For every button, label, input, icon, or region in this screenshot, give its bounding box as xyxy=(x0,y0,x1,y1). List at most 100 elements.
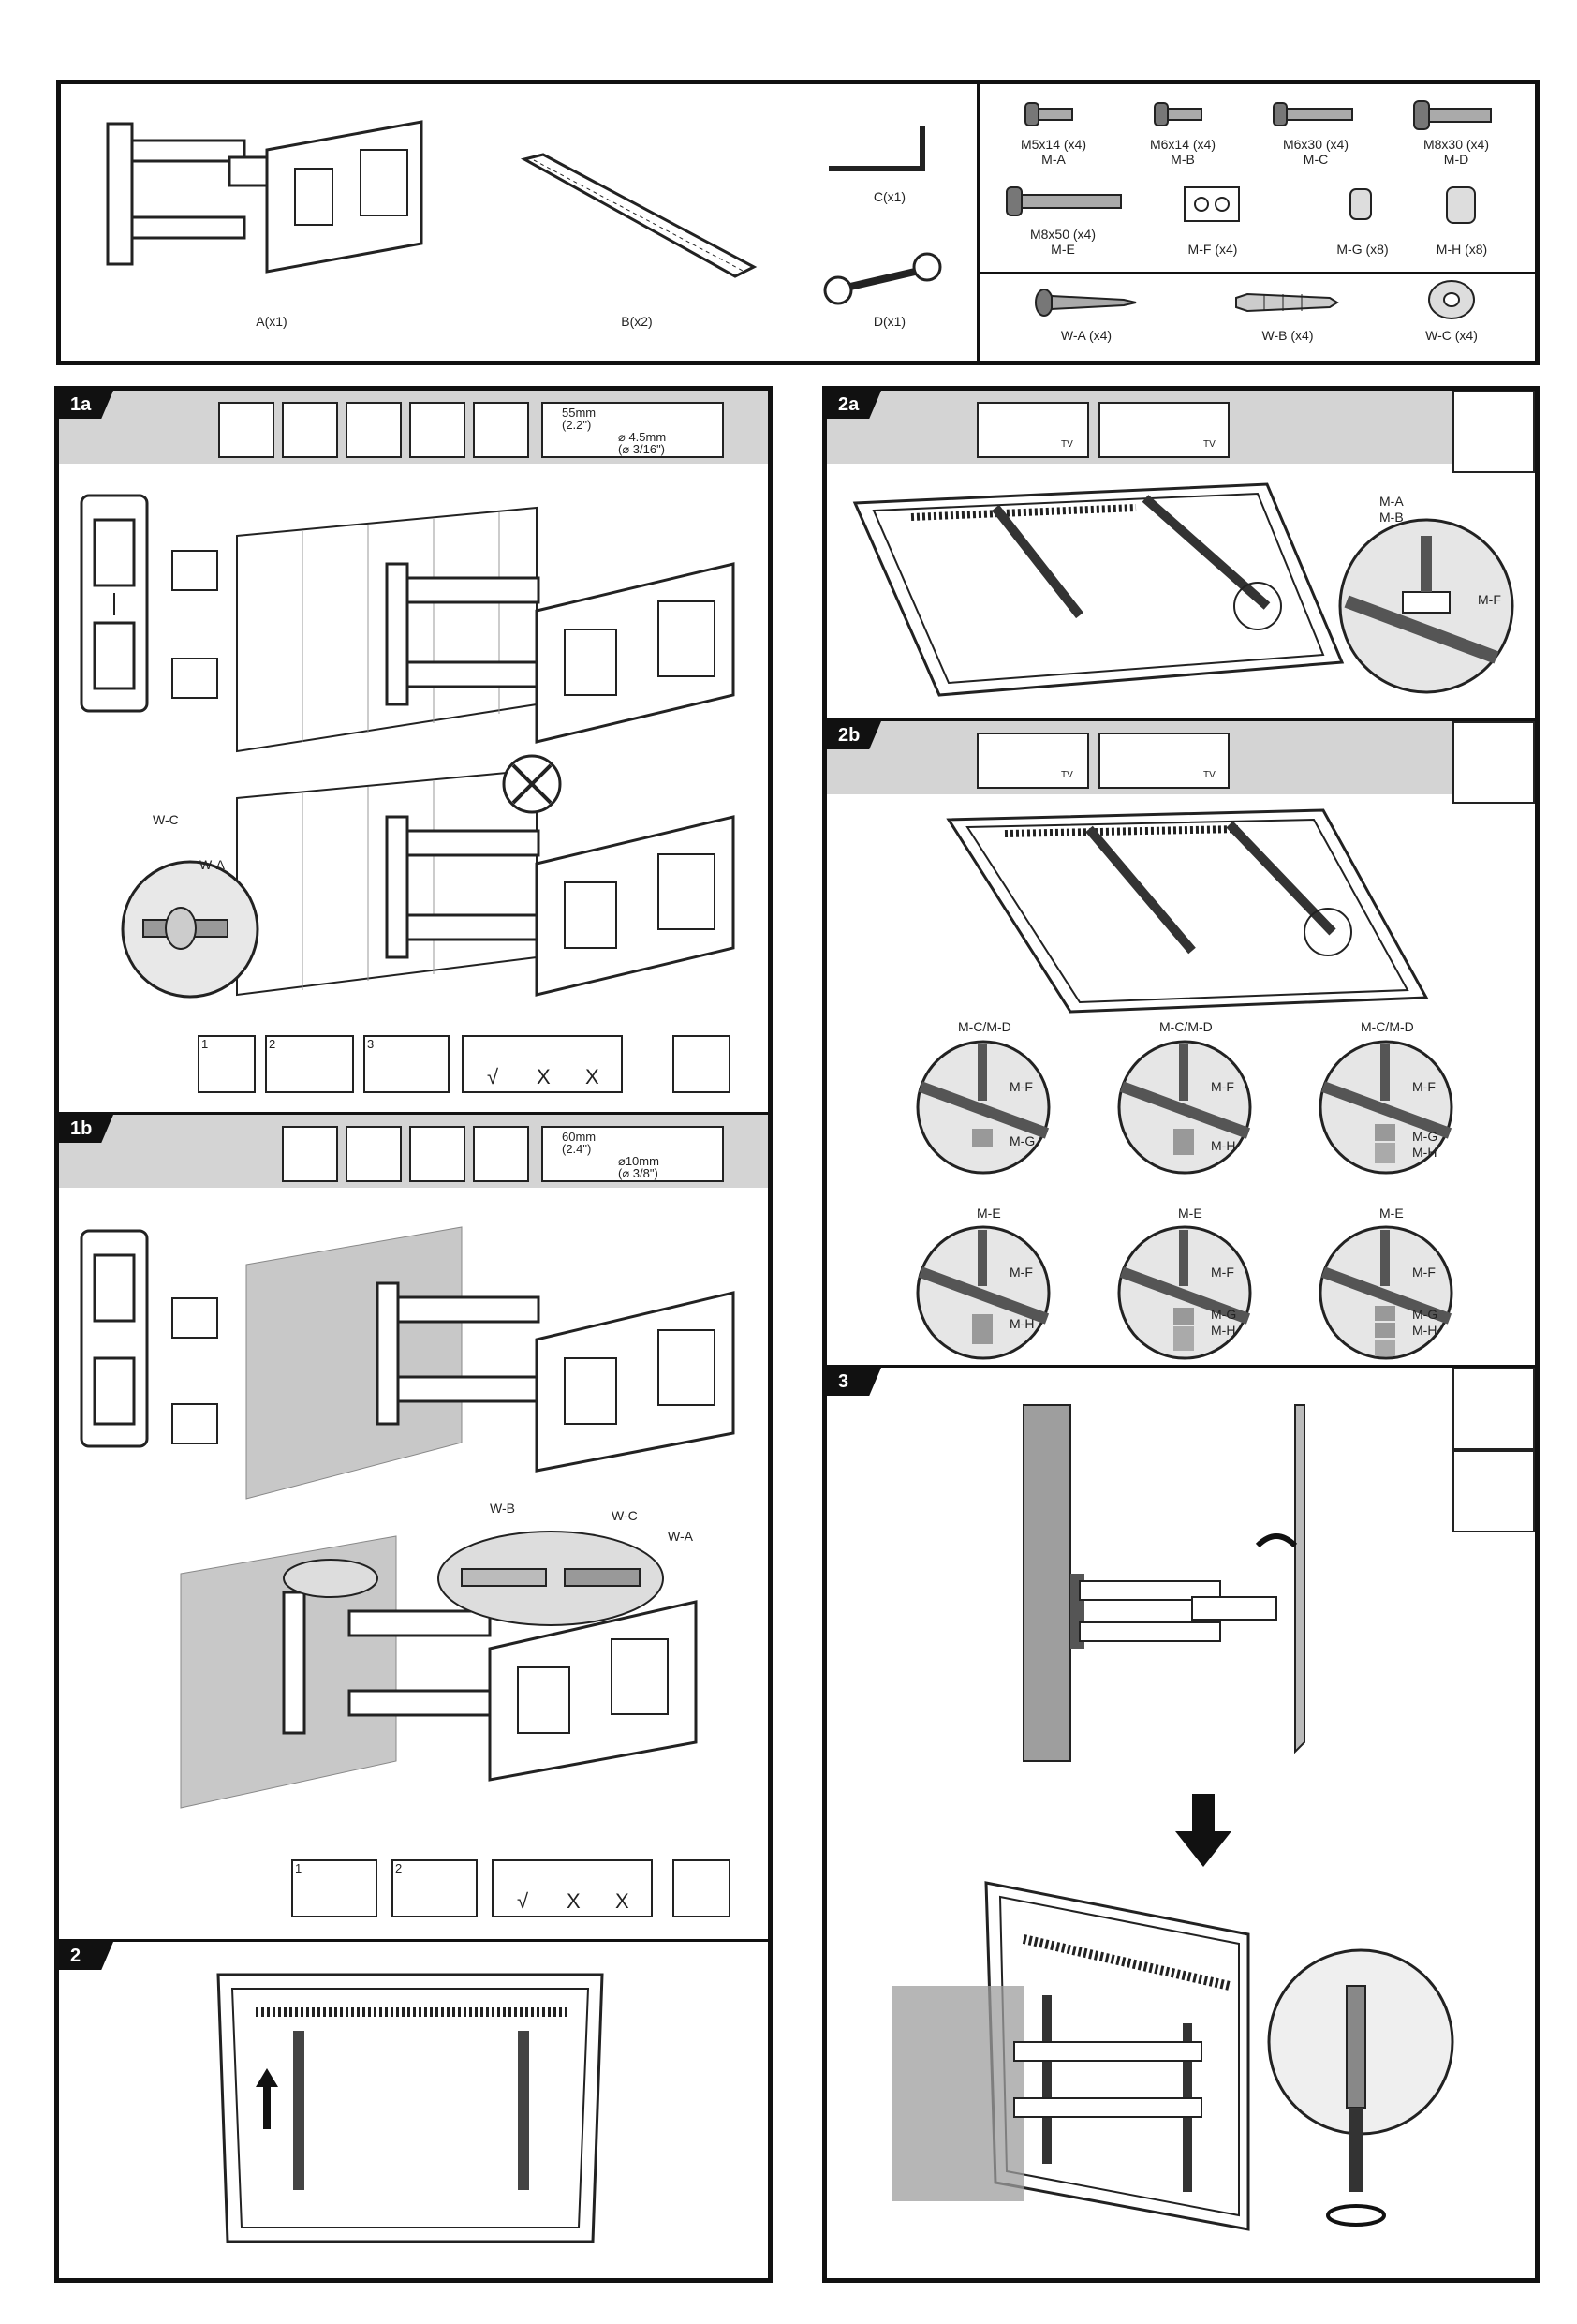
drill-bit-spec-1a: 55mm (2.2") ⌀ 4.5mm (⌀ 3/16") xyxy=(541,402,724,458)
parts-list-panel: A(x1) B(x2) C(x1) D(x1) M5x14 (x4) M-A M… xyxy=(56,80,1540,365)
torque-check-1a: √ X X xyxy=(462,1035,623,1093)
mh-label-3: M-H xyxy=(1412,1145,1437,1160)
torque-check-1b: √ X X xyxy=(492,1859,653,1917)
mh-label-4: M-H xyxy=(1010,1316,1035,1331)
mf-label-2: M-F xyxy=(1211,1079,1234,1094)
screw-me-code: M-E xyxy=(1051,242,1075,257)
torque-ok-1b: √ xyxy=(517,1889,529,1913)
screw-mb-icon xyxy=(1154,102,1202,126)
mh-label-6: M-H xyxy=(1412,1323,1437,1338)
drill-icon xyxy=(473,402,529,458)
torque-bad2-1a: X xyxy=(585,1065,599,1088)
mark-hole-icon-bottom-1b xyxy=(171,1403,218,1444)
arm-on-wood-wall-1a xyxy=(236,506,735,753)
mg-label-5: M-G xyxy=(1211,1307,1237,1322)
mcd-label-3: M-C/M-D xyxy=(1361,1019,1414,1034)
tv-label-2b-ok: TV xyxy=(1061,770,1073,780)
pencil-icon-1b xyxy=(409,1126,465,1182)
mcd-label-1: M-C/M-D xyxy=(958,1019,1011,1034)
detail-circle-wood-screw xyxy=(121,860,259,999)
level-icon-1b xyxy=(346,1126,402,1182)
level-icon xyxy=(346,402,402,458)
tv-back-rails-diagram xyxy=(216,1973,604,2243)
wrench-d-label: D(x1) xyxy=(873,314,906,329)
parts-divider-vertical xyxy=(977,84,980,361)
arm-screwed-wood-wall-1a xyxy=(236,754,735,997)
drill-dia-in-1a: (⌀ 3/16") xyxy=(618,442,666,456)
wood-screw-wa-icon xyxy=(1035,289,1137,317)
mh-label-2: M-H xyxy=(1211,1138,1236,1153)
mark-hole-icon-bottom xyxy=(171,658,218,699)
wall-type-wood-icon xyxy=(218,402,274,458)
me-label-3: M-E xyxy=(1379,1206,1404,1221)
screw-mc-icon xyxy=(1273,102,1353,126)
drill-dia-in-1b: (⌀ 3/8") xyxy=(618,1166,658,1180)
spacer-detail-5 xyxy=(1117,1225,1252,1360)
drill-dia-1a: ⌀ 4.5mm xyxy=(618,430,667,444)
rail-b-label: B(x2) xyxy=(621,314,653,329)
substep-1-1a: 1 xyxy=(198,1035,256,1093)
mf-label-3: M-F xyxy=(1412,1079,1436,1094)
right-column-panel: 2a TV TV M-A M-B M-F 2b TV xyxy=(822,386,1540,2283)
wa-callout-1b: W-A xyxy=(668,1529,693,1544)
step-2b-section: 2b TV TV M-C/M-D M-C/M-D M-C/M-D M-F M-F… xyxy=(827,721,1535,1365)
screw-me-icon xyxy=(1006,186,1122,216)
tv-label-2b-bad: TV xyxy=(1203,770,1216,780)
wc-callout-1a: W-C xyxy=(153,812,179,827)
wc-callout-1b: W-C xyxy=(612,1508,638,1523)
substep-3-num: 3 xyxy=(367,1037,375,1051)
ma-callout-2a: M-A xyxy=(1379,494,1404,509)
wall-plate-diagram-1b xyxy=(80,1229,149,1448)
drill-bit-spec-1b: 60mm (2.4") ⌀10mm (⌀ 3/8") xyxy=(541,1126,724,1182)
mf-callout-2a: M-F xyxy=(1478,592,1501,607)
drill-depth-in-1b: (2.4") xyxy=(562,1142,592,1156)
screw-tighten-detail xyxy=(1267,1948,1454,2227)
screwdriver-tool-3 xyxy=(1452,1450,1535,1532)
screw-ma-size: M5x14 (x4) xyxy=(1020,137,1087,152)
step-1a-section: 1a 55mm (2.2") ⌀ 4.5mm (⌀ 3/16") xyxy=(59,391,768,1112)
wb-callout-1b: W-B xyxy=(490,1501,515,1516)
step-2-tag: 2 xyxy=(59,1942,113,1970)
spacer-detail-3 xyxy=(1319,1040,1453,1175)
divider-2a-2b xyxy=(827,718,1535,721)
spacer-detail-2 xyxy=(1117,1040,1252,1175)
bracket-a-illustration xyxy=(106,120,423,274)
mg-label-1: M-G xyxy=(1010,1133,1036,1148)
mark-hole-icon-top-1b xyxy=(171,1297,218,1339)
drill-dia-1b: ⌀10mm xyxy=(618,1154,659,1168)
substep-1-1b: 1 xyxy=(291,1859,377,1917)
substep-1b-num-2: 2 xyxy=(395,1861,403,1875)
tv-label-2a-ok: TV xyxy=(1061,439,1073,450)
drill-icon-1b xyxy=(473,1126,529,1182)
key-c-label: C(x1) xyxy=(873,189,906,204)
left-column-panel: 1a 55mm (2.2") ⌀ 4.5mm (⌀ 3/16") xyxy=(54,386,773,2283)
substep-2-1a: 2 xyxy=(265,1035,354,1093)
pencil-icon xyxy=(409,402,465,458)
torque-ok-1a: √ xyxy=(487,1065,499,1088)
bracket-a-label: A(x1) xyxy=(256,314,287,329)
step-1b-section: 1b 60mm (2.4") ⌀10mm (⌀ 3/8") xyxy=(59,1115,768,1939)
correct-screw-choice-2a: TV xyxy=(977,402,1089,458)
screwdriver-tool-2b xyxy=(1452,721,1535,804)
wrong-screw-choice-2a: TV xyxy=(1098,402,1230,458)
screw-ma-icon xyxy=(1024,102,1073,126)
two-person-lift-icon xyxy=(1452,1368,1535,1450)
screw-detail-circle-2a xyxy=(1338,518,1514,694)
rail-b-illustration xyxy=(520,153,758,278)
anchor-detail-bubble-1b xyxy=(437,1531,664,1626)
tv-rails-mounted-2b xyxy=(946,808,1429,1014)
mg-label-3: M-G xyxy=(1412,1129,1438,1144)
screw-mb-code: M-B xyxy=(1171,152,1195,167)
screw-mb-size: M6x14 (x4) xyxy=(1149,137,1216,152)
screw-me-size: M8x50 (x4) xyxy=(1029,227,1097,242)
divider-1b-2 xyxy=(59,1939,768,1942)
substep-2-num: 2 xyxy=(269,1037,276,1051)
screwdriver-tool-2a xyxy=(1452,391,1535,473)
drill-icon-1b-end xyxy=(672,1859,730,1917)
wa-callout-1a: W-A xyxy=(199,857,225,872)
mh-label-5: M-H xyxy=(1211,1323,1236,1338)
washer-wc-icon xyxy=(1428,280,1475,319)
drill-depth-1a: 55mm xyxy=(562,406,597,420)
down-arrow-icon xyxy=(1175,1794,1231,1867)
plate-mf-label: M-F (x4) xyxy=(1187,242,1238,257)
